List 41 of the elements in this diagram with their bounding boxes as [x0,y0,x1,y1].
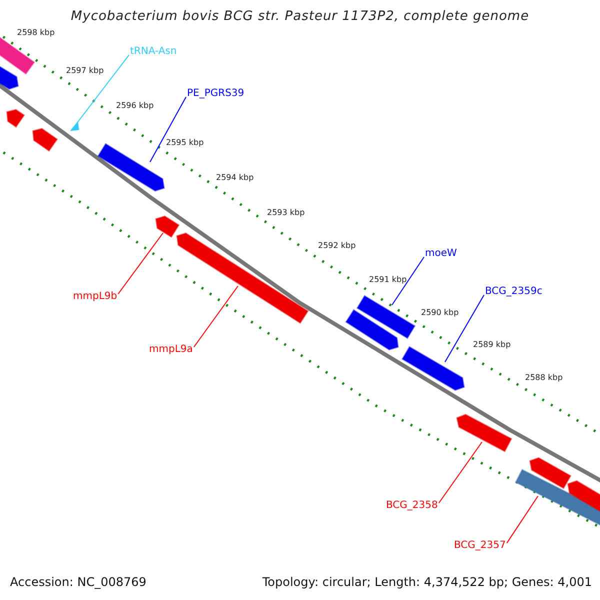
position-label: 2595 kbp [166,138,204,147]
position-label: 2590 kbp [421,308,459,317]
leader-line [392,256,424,306]
position-label: 2591 kbp [369,275,407,284]
gene-feature [6,108,26,128]
leader-line [444,294,484,362]
footer-text: Accession: NC_008769 [10,575,146,589]
gene-feature [176,232,309,324]
position-label: 2588 kbp [525,373,563,382]
leader-line [193,286,238,348]
leader-line [118,232,164,294]
gene-feature [401,346,465,391]
gene-label: moeW [425,248,457,259]
position-label: 2594 kbp [216,173,254,182]
leader-line [438,442,482,504]
gene-feature [345,309,399,350]
gene-label: BCG_2359c [485,286,542,297]
gene-feature [529,457,572,490]
position-label: 2593 kbp [267,208,305,217]
leader-line [506,496,538,544]
position-label: 2597 kbp [66,66,104,75]
gene-feature [32,128,58,152]
footer-text: Topology: circular; Length: 4,374,522 bp; Genes: 4,001 [262,575,592,589]
gene-feature [97,142,165,192]
gene-feature [356,294,416,340]
gene-label: PE_PGRS39 [187,88,244,99]
gene-feature [456,414,512,452]
gene-label: BCG_2358 [386,500,438,511]
position-label: 2596 kbp [116,101,154,110]
gene-label: tRNA-Asn [130,46,177,57]
gene-label: BCG_2357 [454,540,506,551]
chart-title: Mycobacterium bovis BCG str. Pasteur 1173P2, complete genome [70,9,530,24]
gene-label: mmpL9a [149,344,193,355]
leader-line [76,54,130,124]
position-label: 2598 kbp [17,28,55,37]
trna-triangle [70,121,79,131]
gene-label: mmpL9b [73,291,118,302]
leader-line [150,96,186,162]
position-label: 2592 kbp [318,241,356,250]
gene-feature [155,215,180,238]
position-label: 2589 kbp [473,340,511,349]
